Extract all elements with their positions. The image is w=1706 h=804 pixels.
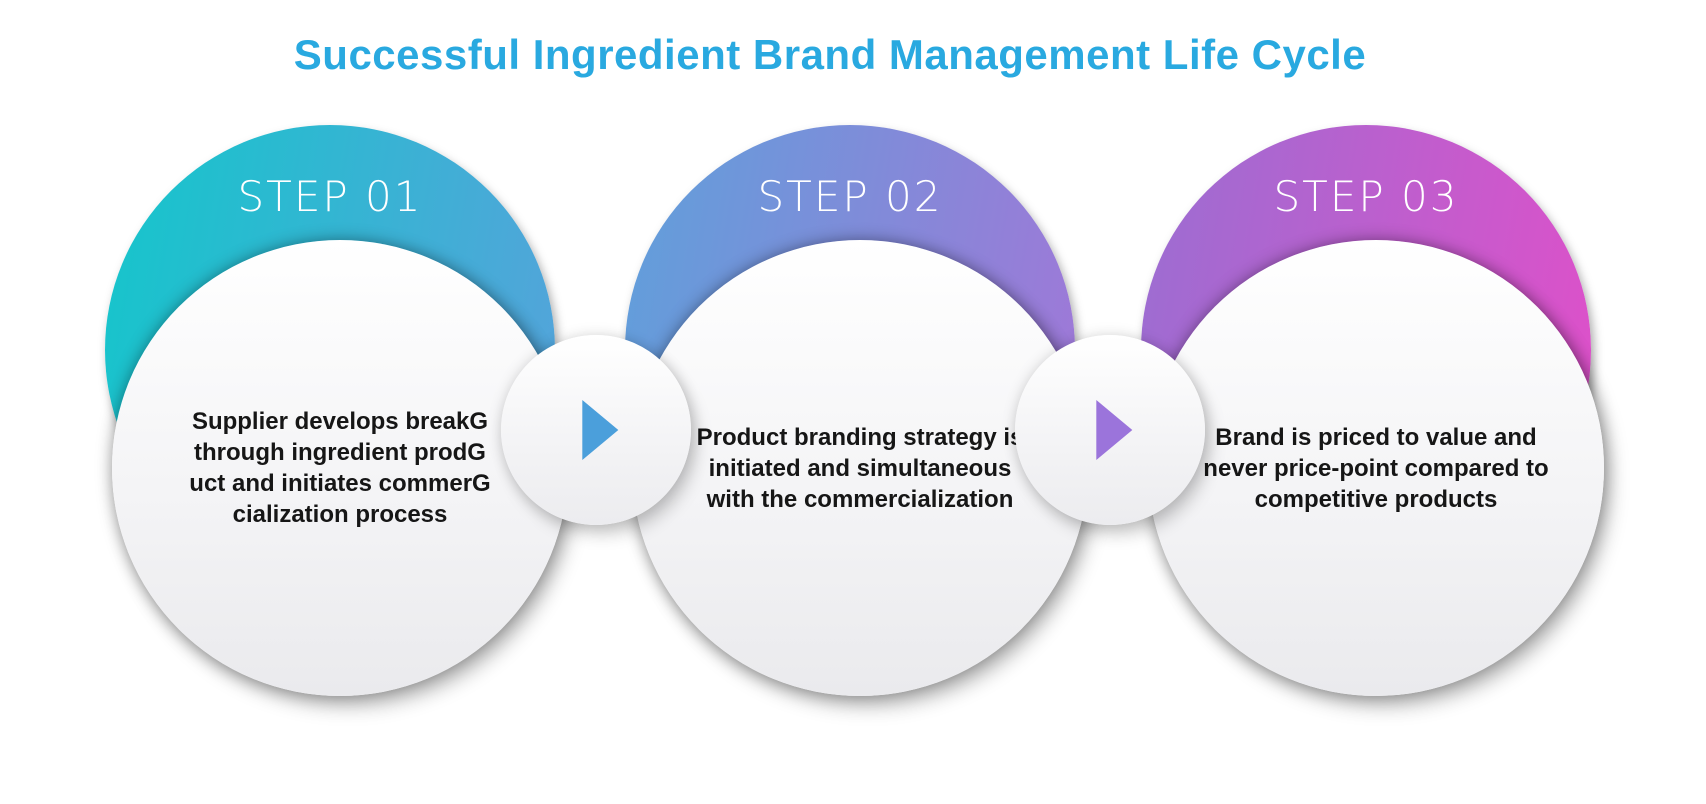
page-title: Successful Ingredient Brand Management L… [293, 31, 1367, 79]
step-1-label: STEP 01 [237, 172, 423, 221]
connector-1 [501, 335, 691, 525]
step-2-label: STEP 02 [757, 172, 943, 221]
step-3-label: STEP 03 [1273, 172, 1459, 221]
play-arrow-icon [1096, 400, 1133, 460]
play-arrow-icon [582, 400, 619, 460]
connector-2 [1015, 335, 1205, 525]
